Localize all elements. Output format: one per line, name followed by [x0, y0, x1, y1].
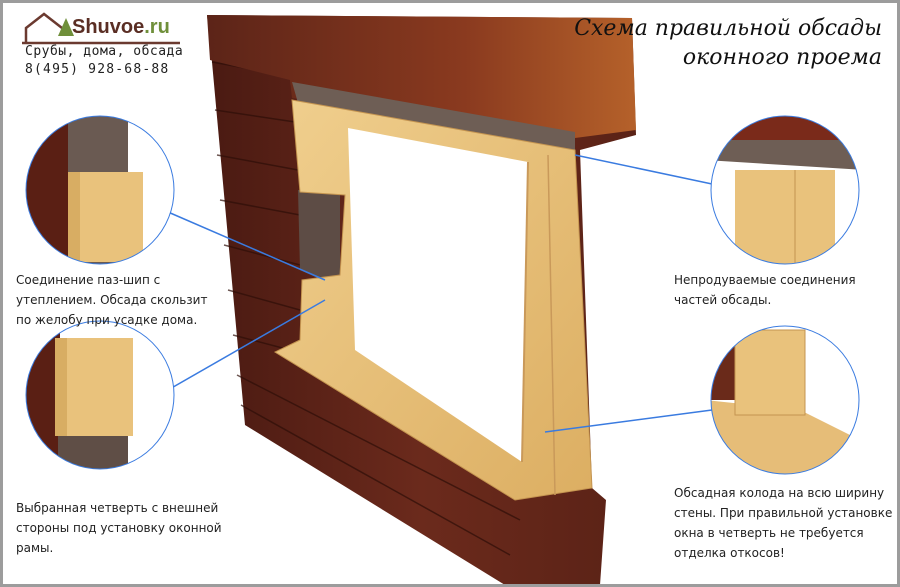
note-line: Выбранная четверть с внешней — [16, 501, 219, 515]
note-line: Непродуваемые соединения — [674, 273, 856, 287]
logo-name: Shuvoe.ru — [72, 16, 170, 38]
house-tree-logo-icon — [22, 12, 180, 45]
detail-circle-tongue-groove — [25, 115, 175, 265]
note-line: Обсадная колода на всю ширину — [674, 486, 885, 500]
note-line: окна в четверть не требуется — [674, 526, 864, 540]
note-line: стены. При правильной установке — [674, 506, 893, 520]
note-line: по желобу при усадке дома. — [16, 313, 198, 327]
note-tongue-groove: Соединение паз-шип с утеплением. Обсада … — [16, 270, 207, 330]
note-line: отделка откосов! — [674, 546, 785, 560]
note-line: стороны под установку оконной — [16, 521, 222, 535]
top-log-beam — [207, 15, 636, 138]
title-line-1: Схема правильной обсады — [574, 16, 882, 41]
logo-tagline: Срубы, дома, обсада — [25, 44, 184, 59]
insulation-groove-left — [298, 190, 340, 290]
site-logo[interactable]: Shuvoe.ru Срубы, дома, обсада 8(495) 928… — [22, 10, 184, 80]
detail-circle-sill — [710, 325, 860, 475]
note-line: утеплением. Обсада скользит — [16, 293, 208, 307]
diagram-title: Схема правильной обсады оконного проема — [574, 14, 882, 72]
insulation-groove — [292, 82, 575, 150]
callout-lines — [167, 154, 713, 433]
note-quarter: Выбранная четверть с внешней стороны под… — [16, 498, 222, 558]
note-sill: Обсадная колода на всю ширину стены. При… — [674, 483, 892, 563]
logo-phone: 8(495) 928-68-88 — [25, 62, 170, 77]
note-joints: Непродуваемые соединения частей обсады. — [674, 270, 856, 310]
note-line: частей обсады. — [674, 293, 772, 307]
note-line: рамы. — [16, 541, 54, 555]
title-line-2: оконного проема — [682, 45, 882, 70]
detail-circle-quarter — [25, 320, 175, 470]
note-line: Соединение паз-шип с — [16, 273, 161, 287]
window-opening — [348, 128, 528, 462]
